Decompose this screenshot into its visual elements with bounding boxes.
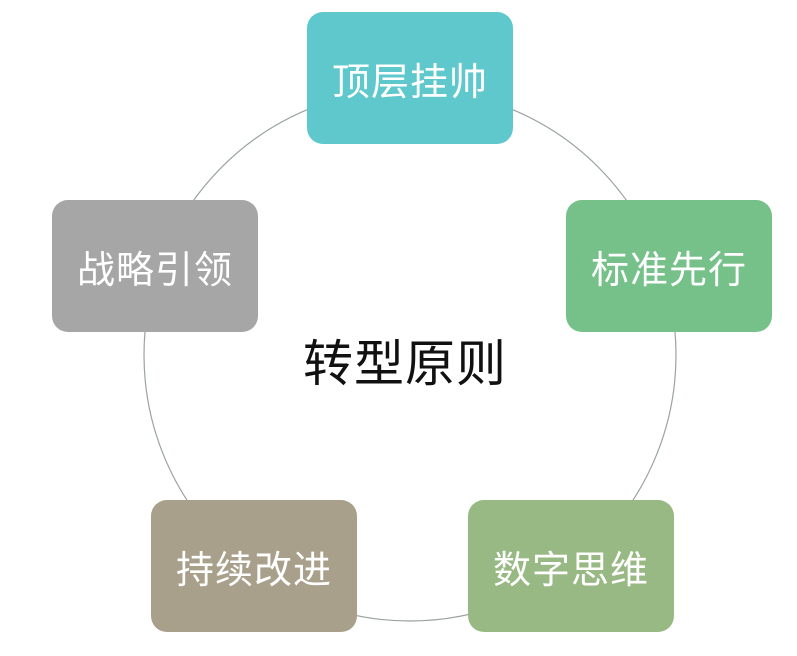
- node-bottom-right-label: 数字思维: [492, 547, 649, 592]
- node-right-label: 标准先行: [590, 247, 747, 292]
- node-strategy-guidance: 战略引领: [52, 200, 258, 332]
- node-bottom-left-label: 持续改进: [175, 547, 332, 592]
- center-title: 转型原则: [303, 335, 507, 393]
- node-left-label: 战略引领: [76, 247, 233, 292]
- node-standards-first: 标准先行: [566, 200, 772, 332]
- node-top-leadership: 顶层挂帅: [307, 12, 513, 144]
- node-digital-thinking: 数字思维: [468, 500, 674, 632]
- node-continuous-improvement: 持续改进: [151, 500, 357, 632]
- node-top-label: 顶层挂帅: [331, 59, 488, 104]
